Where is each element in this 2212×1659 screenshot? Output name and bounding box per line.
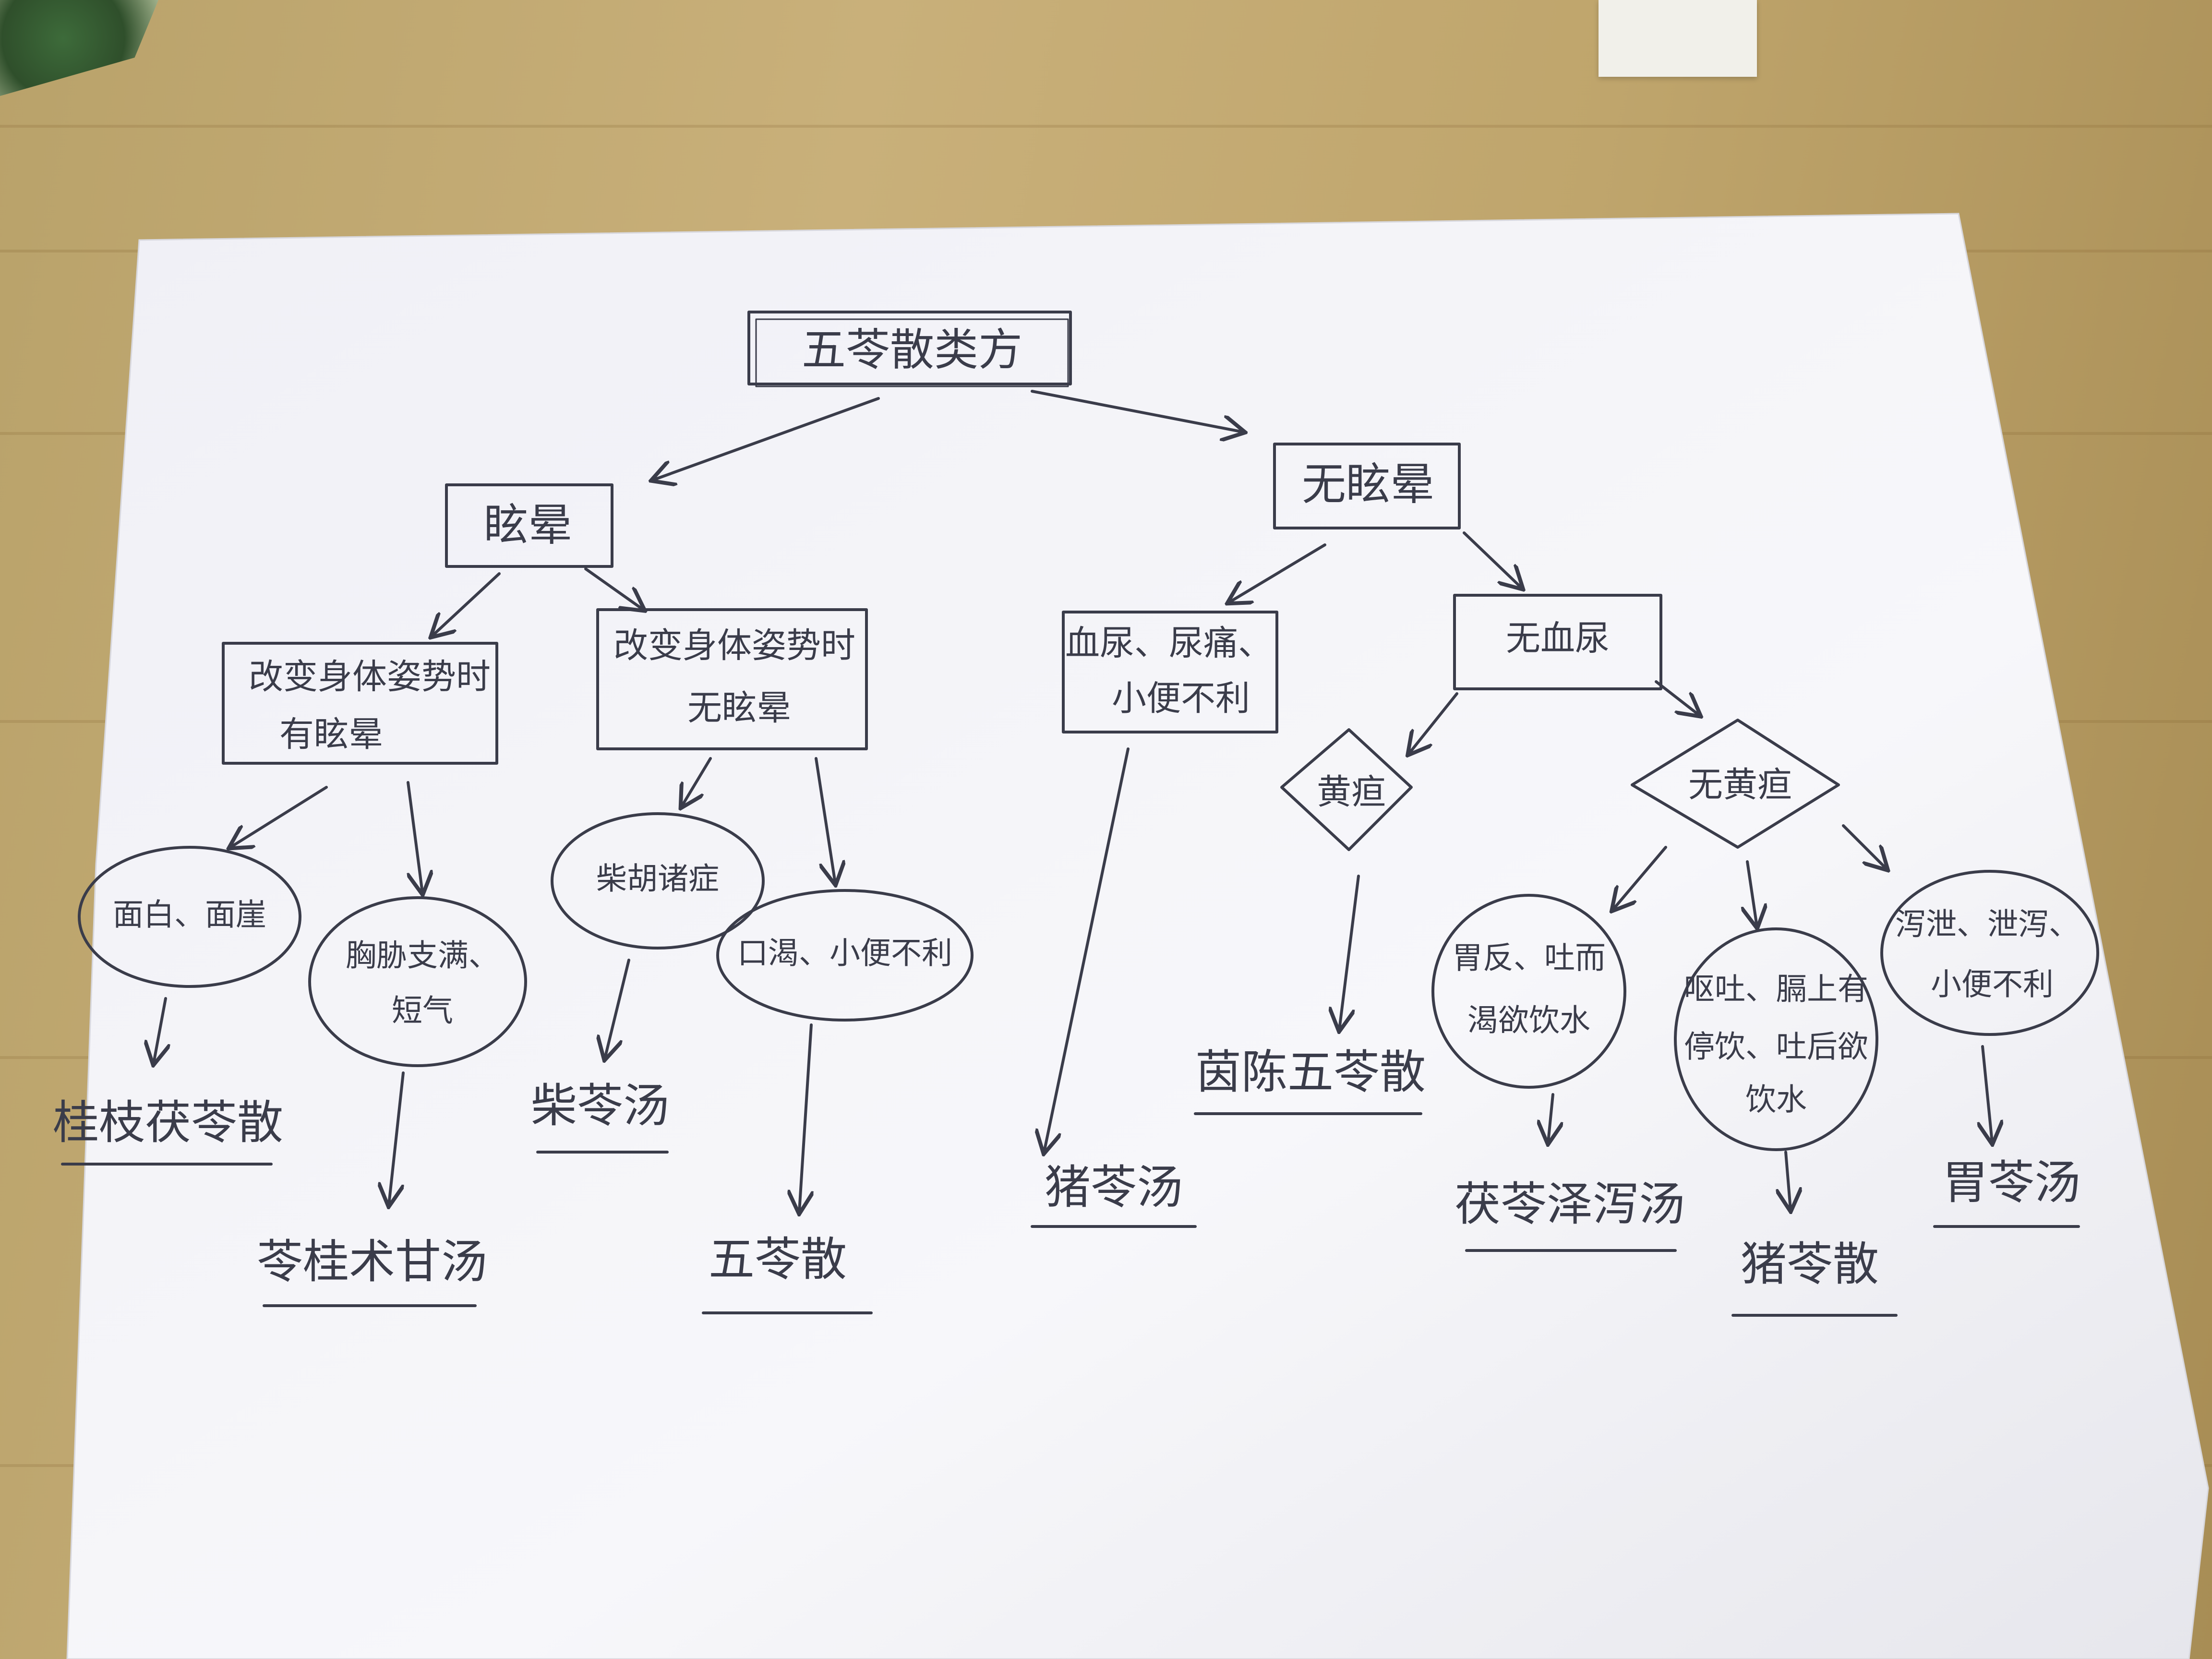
root-box — [747, 311, 1072, 385]
no-jaundice-diamond — [1631, 719, 1840, 849]
root-label: 五苓散类方 — [802, 324, 1022, 375]
chest-line-2: 短气 — [392, 994, 453, 1029]
hematuria-box — [1062, 611, 1278, 733]
rx-zhuling-tang: 猪苓汤 — [1045, 1160, 1183, 1214]
rx-weiling: 胃苓汤 — [1942, 1155, 2080, 1209]
paper — [66, 213, 2209, 1659]
tremor-ellipse — [78, 846, 301, 988]
posture-without-line-2: 无眩晕 — [687, 688, 791, 728]
thirst-label: 口渴、小便不利 — [737, 936, 952, 972]
no-hematuria-label: 无血尿 — [1506, 618, 1610, 659]
hematuria-line-2: 小便不利 — [1112, 678, 1250, 719]
posture-with-line-1: 改变身体姿势时 — [249, 657, 491, 697]
chest-line-1: 胸胁支满、 — [346, 938, 499, 974]
diarrhea-line-2: 小便不利 — [1931, 967, 2054, 1003]
diarrhea-ellipse — [1880, 870, 2099, 1036]
tremor-label: 面白、面崖 — [113, 898, 266, 933]
vertigo-box — [445, 483, 613, 568]
no-vertigo-box — [1273, 443, 1461, 529]
vomit-line-2: 停饮、吐后欲 — [1684, 1030, 1868, 1065]
vertigo-label: 眩晕 — [484, 499, 572, 551]
stomach-line-2: 渴欲饮水 — [1467, 1003, 1590, 1039]
rx-zhuling-san: 猪苓散 — [1741, 1237, 1879, 1291]
hematuria-line-1: 血尿、尿痛、 — [1065, 623, 1273, 663]
chaihu-ellipse — [551, 812, 765, 950]
chaihu-label: 柴胡诸症 — [596, 862, 719, 897]
no-jaundice-label: 无黄疸 — [1688, 765, 1792, 805]
posture-without-box — [596, 608, 868, 750]
rx-linggui-zhugan: 苓桂术甘汤 — [257, 1235, 487, 1288]
posture-with-line-2: 有眩晕 — [279, 714, 383, 755]
diarrhea-line-1: 泻泄、泄泻、 — [1895, 907, 2080, 943]
no-vertigo-label: 无眩晕 — [1302, 458, 1434, 510]
thirst-ellipse — [716, 889, 974, 1022]
vomit-line-3: 饮水 — [1745, 1082, 1807, 1118]
posture-with-box — [222, 642, 498, 765]
rx-guizhi-fuling: 桂枝茯苓散 — [53, 1095, 283, 1149]
rx-fuling-zexie: 茯苓泽泻汤 — [1455, 1177, 1685, 1231]
paper-scrap — [1599, 0, 1757, 77]
jaundice-diamond — [1280, 728, 1413, 851]
posture-without-line-1: 改变身体姿势时 — [613, 625, 855, 666]
no-hematuria-box — [1453, 594, 1662, 690]
rx-chailing: 柴苓汤 — [531, 1079, 669, 1132]
vomit-line-1: 呕吐、膈上有 — [1684, 972, 1868, 1008]
stomach-ellipse — [1431, 894, 1626, 1089]
rx-yinchen-wuling: 茵陈五苓散 — [1195, 1045, 1426, 1099]
vomit-ellipse — [1674, 927, 1878, 1151]
stomach-line-1: 胃反、吐而 — [1452, 941, 1606, 976]
jaundice-label: 黄疸 — [1317, 772, 1386, 812]
rx-wuling: 五苓散 — [709, 1232, 847, 1286]
